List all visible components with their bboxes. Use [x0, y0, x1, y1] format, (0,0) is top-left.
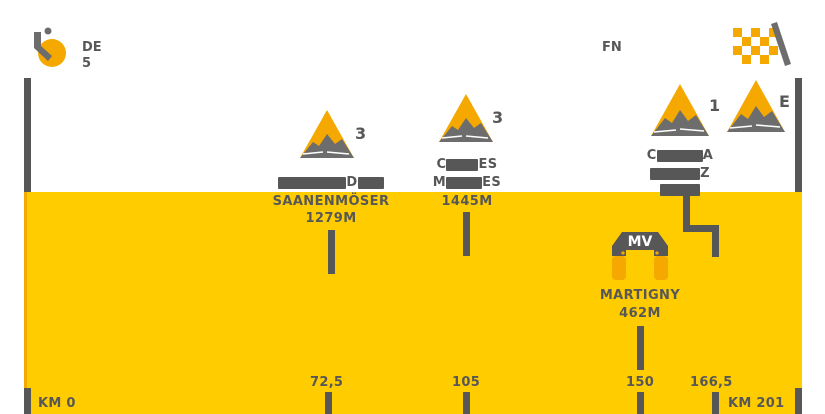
start-line2: 5: [82, 56, 92, 71]
point-stem-climb1-drop: [712, 225, 719, 257]
point-stem-saanenmoser: [328, 230, 335, 274]
point-altitude-saanenmoser: 1279M: [305, 211, 357, 226]
point-stem-mosses: [463, 212, 470, 256]
category-badge: 3: [492, 108, 504, 127]
km-tick-1: [325, 392, 332, 414]
point-name-saanenmoser: SAANENMÖSER: [272, 194, 390, 209]
category-badge: 1: [709, 96, 721, 115]
km-label-start: KM 0: [38, 396, 76, 411]
finish-line1: FN: [602, 40, 622, 55]
profile-left-edge: [24, 192, 27, 414]
point-connector-climb1: [683, 225, 719, 232]
point-label-climb1-line2: Z: [620, 166, 740, 181]
km-label-end: KM 201: [728, 396, 785, 411]
km-tick-3: [637, 392, 644, 414]
km-tick-start: [24, 388, 31, 414]
point-stem-martigny: [637, 326, 644, 370]
km-tick-end: [795, 388, 802, 414]
point-label-climb1-line3: [620, 182, 740, 197]
km-label-4: 166,5: [690, 375, 733, 390]
cyclist-start-icon: [24, 24, 72, 72]
elevation-profile-area: [24, 192, 802, 414]
start-location-label: DE 5: [82, 40, 102, 72]
start-marker-stem: [24, 78, 31, 192]
start-line1: DE: [82, 40, 102, 55]
mountain-icon: [648, 82, 712, 138]
point-stem-climb1: [683, 196, 690, 232]
mountain-icon: [297, 108, 357, 160]
km-tick-2: [463, 392, 470, 414]
mountain-icon: [724, 78, 788, 134]
km-tick-4: [712, 392, 719, 414]
point-name-martigny: MARTIGNY: [599, 288, 681, 303]
km-label-2: 105: [452, 375, 481, 390]
svg-text:MV: MV: [628, 234, 653, 250]
km-label-3: 150: [626, 375, 655, 390]
km-label-1: 72,5: [310, 375, 344, 390]
finish-location-label: FN: [602, 40, 622, 56]
category-badge: E: [779, 92, 790, 111]
point-altitude-mosses: 1445M: [441, 194, 493, 209]
checkered-flag-icon: [727, 16, 797, 74]
sprint-arch-icon: MV: [604, 224, 676, 282]
category-badge: 3: [355, 124, 367, 143]
mountain-icon: [436, 92, 496, 144]
point-label-saanenmoser: D: [236, 175, 426, 190]
point-altitude-martigny: 462M: [619, 306, 661, 321]
finish-marker-stem: [795, 78, 802, 192]
